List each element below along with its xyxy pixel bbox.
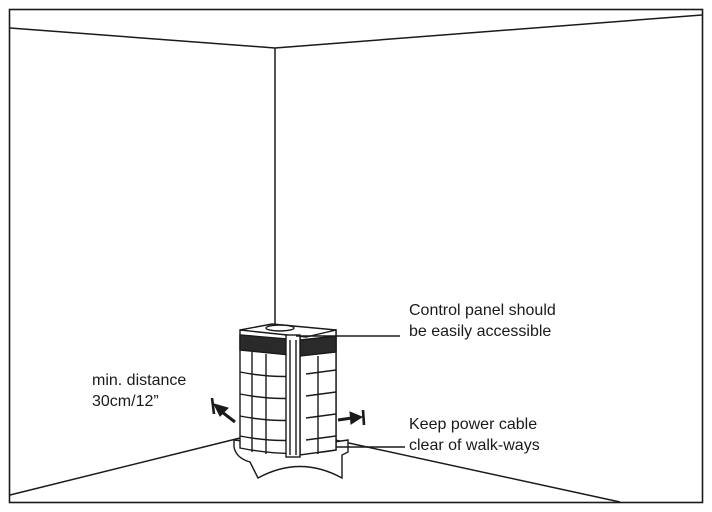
diagram-frame — [8, 8, 704, 504]
min-distance-right-arrow — [337, 409, 366, 426]
purifier-top-handle — [265, 324, 295, 332]
control-panel-line-1: Control panel should — [409, 302, 556, 319]
min-distance-line-1: min. distance — [92, 372, 187, 389]
control-panel-line-2: be easily accessible — [409, 323, 552, 340]
ceiling-edge-right — [274, 14, 703, 49]
right-arrow-shaft — [337, 416, 353, 422]
min-distance-left-arrow — [210, 397, 236, 424]
control-panel-annotation: Control panel should be easily accessibl… — [409, 300, 556, 342]
air-purifier-illustration — [233, 323, 349, 480]
left-wall-stop-bar — [210, 397, 216, 415]
floor-edge-right — [334, 439, 621, 503]
min-distance-annotation: min. distance 30cm/12” — [92, 370, 186, 412]
power-cable-annotation: Keep power cable clear of walk-ways — [409, 414, 540, 456]
ceiling-edge-left — [9, 27, 276, 49]
power-cable-line-1: Keep power cable — [409, 416, 538, 433]
left-arrow-shaft — [221, 410, 236, 424]
left-arrowhead — [213, 403, 229, 417]
purifier-side-segments — [305, 356, 337, 454]
right-wall-stop-bar — [361, 409, 366, 426]
power-cable-line-2: clear of walk-ways — [409, 437, 540, 454]
purifier-filter-strip — [285, 334, 301, 458]
floor-edge-left — [9, 437, 241, 496]
room-corner-lines — [9, 14, 703, 503]
purifier-grille-side — [299, 335, 337, 357]
min-distance-line-2: 30cm/12” — [92, 393, 159, 410]
right-arrowhead — [349, 411, 364, 425]
